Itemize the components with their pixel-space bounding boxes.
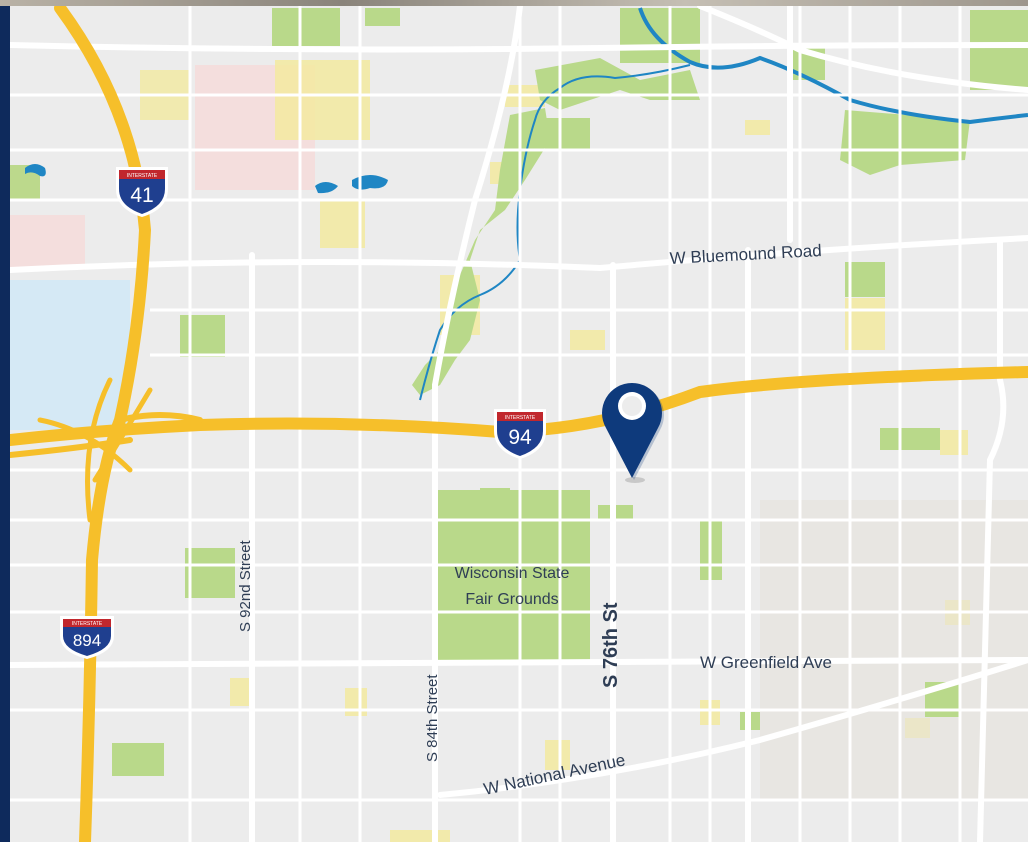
interstate-41-shield-icon: INTERSTATE 41 (116, 167, 168, 217)
location-pin-icon[interactable] (602, 383, 664, 483)
svg-text:894: 894 (73, 631, 101, 650)
interstate-94-shield-icon: INTERSTATE 94 (494, 409, 546, 459)
fairgrounds-label-line2: Fair Grounds (465, 591, 558, 608)
map-canvas: W Bluemound Road W Greenfield Ave W Nati… (10, 6, 1028, 842)
interstate-894-shield-icon: INTERSTATE 894 (60, 616, 114, 659)
s-84th-street-label: S 84th Street (424, 674, 441, 762)
fairgrounds-label-line1: Wisconsin State (455, 565, 570, 582)
map-view[interactable]: W Bluemound Road W Greenfield Ave W Nati… (10, 6, 1028, 842)
minor-streets (10, 6, 1028, 842)
svg-text:94: 94 (508, 426, 532, 449)
s-92nd-street-label: S 92nd Street (237, 539, 254, 632)
major-streets (10, 6, 1028, 842)
svg-text:INTERSTATE: INTERSTATE (72, 621, 103, 627)
header-photo-strip (0, 0, 1028, 6)
svg-text:INTERSTATE: INTERSTATE (127, 173, 158, 179)
s-76th-st-label: S 76th St (600, 602, 622, 688)
parks (112, 8, 1028, 776)
svg-text:INTERSTATE: INTERSTATE (505, 415, 536, 421)
svg-text:41: 41 (130, 184, 153, 207)
greenfield-ave-label: W Greenfield Ave (700, 653, 832, 672)
